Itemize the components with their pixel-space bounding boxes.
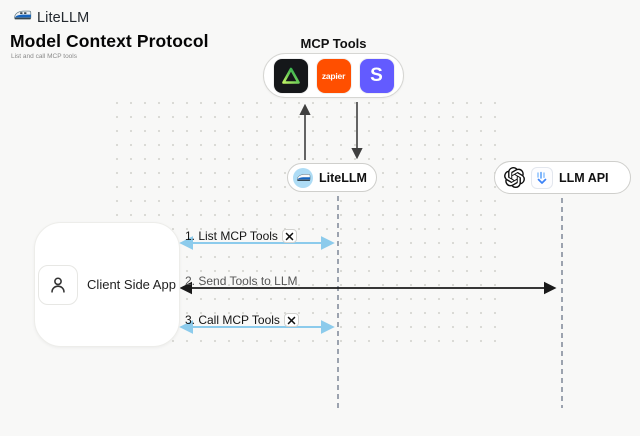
litellm-node-label: LiteLLM <box>319 170 367 185</box>
litellm-node: LiteLLM <box>287 163 377 192</box>
zapier-icon: zapier <box>316 58 351 93</box>
llm-api-node-label: LLM API <box>559 170 609 185</box>
client-side-app-node: Client Side App <box>34 222 180 347</box>
tools-icon <box>281 229 297 243</box>
mcp-tools-label: MCP Tools <box>300 36 367 51</box>
person-icon <box>38 264 79 305</box>
brand: LiteLLM <box>13 8 89 27</box>
client-side-app-label: Client Side App <box>87 277 176 292</box>
page-title: Model Context Protocol <box>10 31 209 51</box>
litellm-train-icon <box>13 8 32 27</box>
seq-label-3-text: 3. Call MCP Tools <box>185 313 280 327</box>
seq-label-list-mcp-tools: 1. List MCP Tools <box>185 229 297 243</box>
seq-label-call-mcp-tools: 3. Call MCP Tools <box>185 313 299 327</box>
stripe-letter: S <box>370 64 383 86</box>
seq-label-2-text: 2. Send Tools to LLM <box>185 274 298 288</box>
train-icon <box>293 167 313 188</box>
llm-provider-icon <box>531 166 553 189</box>
openai-icon <box>504 167 525 188</box>
seq-label-send-tools-to-llm: 2. Send Tools to LLM <box>185 274 298 288</box>
stripe-icon: S <box>359 58 394 93</box>
llm-api-node: LLM API <box>494 161 631 194</box>
triangle-tool-icon <box>273 58 308 93</box>
brand-label: LiteLLM <box>37 9 90 26</box>
seq-label-1-text: 1. List MCP Tools <box>185 229 278 243</box>
zapier-wordmark: zapier <box>321 70 346 81</box>
tools-icon <box>283 313 299 327</box>
mcp-tools-node: zapier S <box>263 53 404 98</box>
page-subtitle: List and call MCP tools <box>11 53 77 60</box>
